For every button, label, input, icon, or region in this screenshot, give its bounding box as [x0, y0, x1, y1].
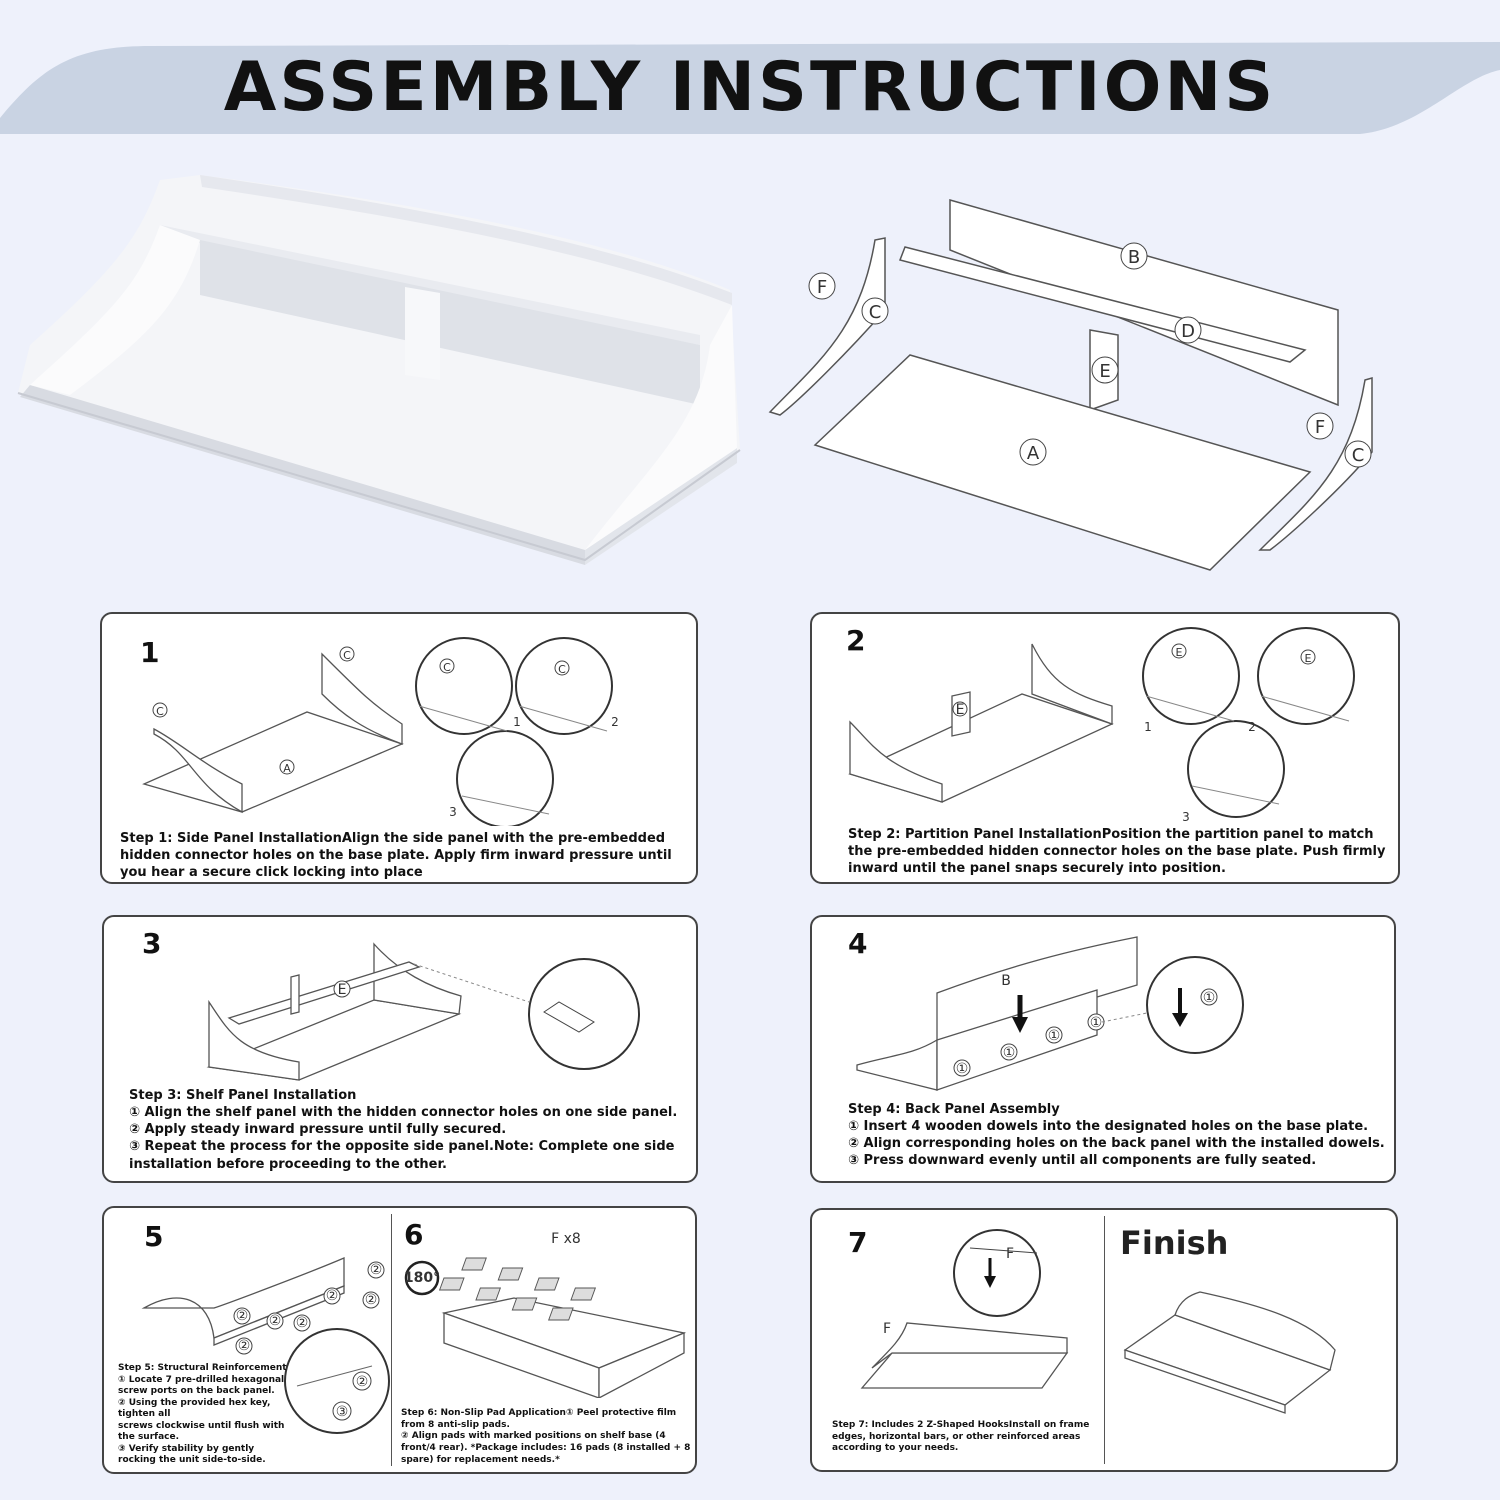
step-2-detail-1-label: E	[1176, 646, 1183, 659]
step-5-line-4: screws clockwise until flush with the su…	[118, 1420, 285, 1443]
step-5-6-panel: 5 ② ② ② ② ② ② ② ② ③ Step 5: Structural R…	[102, 1206, 697, 1474]
banner-shape	[0, 42, 1500, 134]
step-7-caption: Step 7: Includes 2 Z-Shaped HooksInstall…	[832, 1420, 1104, 1455]
step-1-number: 1	[140, 636, 160, 669]
step-4-line-4: ③ Press downward evenly until all compon…	[848, 1153, 1317, 1169]
step-2-text: Step 2: Partition Panel InstallationPosi…	[848, 827, 1386, 877]
step-4-dowel-4: ①	[1090, 1015, 1103, 1031]
page-title: ASSEMBLY INSTRUCTIONS	[223, 48, 1277, 127]
step-5-number: 5	[144, 1220, 164, 1253]
step-5-line-1: Step 5: Structural Reinforcement	[118, 1363, 287, 1373]
step-4-line-2: ① Insert 4 wooden dowels into the design…	[848, 1119, 1369, 1135]
step-3-number: 3	[142, 927, 162, 960]
step-3-panel: 3 E Step 3: Shelf Panel Installation ① A…	[102, 915, 698, 1183]
part-label-a: A	[1027, 443, 1040, 464]
step-4-label-b: B	[1001, 973, 1011, 989]
step-2-callout-2: 2	[1248, 720, 1256, 734]
step-4-detail-callout: ①	[1203, 990, 1216, 1006]
step-5-6-divider	[391, 1214, 392, 1466]
step-3-line-1: Step 3: Shelf Panel Installation	[129, 1088, 357, 1103]
step-5-screw-1: ②	[236, 1308, 249, 1324]
step-4-caption: Step 4: Back Panel Assembly ① Insert 4 w…	[848, 1101, 1393, 1170]
step-5-line-3: ② Using the provided hex key, tighten al…	[118, 1397, 271, 1420]
part-label-f-right: F	[1315, 417, 1325, 438]
step-4-line-3: ② Align corresponding holes on the back …	[848, 1136, 1385, 1152]
step-2-callout-1: 1	[1144, 720, 1152, 734]
step-5-screw-3: ②	[296, 1315, 309, 1331]
step-6-rotate-label: 180°	[404, 1270, 440, 1286]
step-1-callout-3: 3	[449, 805, 457, 819]
step-5-detail-callout-3: ③	[336, 1404, 349, 1420]
step-1-illustration: C C A	[142, 646, 404, 814]
step-6-illustration: 180° F x8	[404, 1231, 687, 1398]
step-5-illustration: ② ② ② ② ② ② ②	[141, 1257, 385, 1355]
step-4-line-1: Step 4: Back Panel Assembly	[848, 1102, 1060, 1117]
step-7-illustration: F F	[860, 1229, 1069, 1389]
step-2-label-e: E	[956, 702, 965, 718]
step-5-line-5: ③ Verify stability by gently rocking the…	[118, 1443, 266, 1466]
finish-label: Finish	[1120, 1224, 1229, 1262]
step-1-label-a: A	[283, 762, 291, 775]
step-3-caption: Step 3: Shelf Panel Installation ① Align…	[129, 1087, 689, 1173]
title-banner	[0, 42, 1500, 134]
step-3-line-2: ① Align the shelf panel with the hidden …	[129, 1105, 678, 1121]
part-label-c-left: C	[869, 302, 882, 323]
step-5-screw-7: ②	[238, 1338, 251, 1354]
step-2-caption: Step 2: Partition Panel InstallationPosi…	[848, 826, 1393, 877]
step-4-dowel-2: ①	[1003, 1045, 1016, 1061]
step-5-caption: Step 5: Structural Reinforcement ① Locat…	[118, 1363, 293, 1467]
assembled-desk-illustration	[17, 175, 741, 565]
step-7-number: 7	[848, 1226, 868, 1259]
step-4-dowel-1: ①	[956, 1061, 969, 1077]
step-2-detail-circles: E E 1 2 3	[1142, 627, 1355, 821]
step-1-detail-1-label: C	[443, 661, 451, 674]
step-1-panel: 1 C C A C C 1 2 3 Step 1: Side Panel Ins…	[100, 612, 698, 884]
step-2-illustration: E	[848, 643, 1114, 803]
part-label-b: B	[1128, 247, 1140, 268]
step-1-caption: Step 1: Side Panel InstallationAlign the…	[120, 830, 690, 881]
step-6-line-2: ② Align pads with marked positions on sh…	[401, 1431, 691, 1465]
step-2-callout-3: 3	[1182, 810, 1190, 821]
step-5-detail-circle: ② ③	[284, 1328, 390, 1434]
part-label-f-left: F	[817, 277, 827, 298]
step-3-label-e: E	[338, 982, 347, 998]
step-6-number: 6	[404, 1218, 424, 1251]
step-6-line-1: Step 6: Non-Slip Pad Application① Peel p…	[401, 1408, 677, 1430]
step-6-caption: Step 6: Non-Slip Pad Application① Peel p…	[401, 1408, 693, 1466]
step-6-pads-label: F x8	[551, 1231, 581, 1247]
step-7-panel: 7 F F Step 7: Includes 2 Z-Shaped HooksI…	[810, 1208, 1398, 1472]
step-1-text: Step 1: Side Panel InstallationAlign the…	[120, 831, 672, 881]
step-5-screw-2: ②	[269, 1313, 282, 1329]
step-3-illustration: E	[206, 942, 640, 1081]
finished-desk-illustration	[1123, 1291, 1336, 1414]
step-1-detail-circles: C C 1 2 3	[415, 637, 619, 826]
step-1-detail-2-label: C	[558, 663, 566, 676]
step-7-divider	[1104, 1216, 1105, 1464]
step-5-screw-4: ②	[326, 1288, 339, 1304]
step-5-detail-callout-2: ②	[356, 1374, 369, 1390]
step-7-label-f: F	[883, 1321, 891, 1337]
step-7-detail-label-f: F	[1006, 1246, 1014, 1262]
part-label-e: E	[1099, 361, 1110, 382]
step-4-illustration: B ① ① ① ① ①	[856, 936, 1244, 1091]
step-5-line-2: ① Locate 7 pre-drilled hexagonal screw p…	[118, 1374, 285, 1397]
step-2-number: 2	[846, 624, 866, 657]
step-4-dowel-3: ①	[1048, 1028, 1061, 1044]
exploded-parts-diagram: B D E A F C F C	[768, 199, 1373, 571]
step-5-screw-5: ②	[365, 1292, 378, 1308]
part-label-d: D	[1181, 321, 1195, 342]
step-1-callout-2: 2	[611, 715, 619, 729]
step-1-callout-1: 1	[513, 715, 521, 729]
step-2-detail-2-label: E	[1305, 652, 1312, 665]
step-5-screw-6: ②	[370, 1262, 383, 1278]
step-1-label-c-left: C	[156, 705, 164, 718]
step-7-text: Step 7: Includes 2 Z-Shaped HooksInstall…	[832, 1420, 1090, 1454]
step-4-number: 4	[848, 927, 868, 960]
part-label-c-right: C	[1352, 445, 1365, 466]
step-3-line-4: ③ Repeat the process for the opposite si…	[129, 1139, 675, 1172]
step-1-label-c-right: C	[343, 649, 351, 662]
step-3-line-3: ② Apply steady inward pressure until ful…	[129, 1122, 507, 1138]
step-4-panel: 4 B ① ① ① ① ① Step 4: Back Panel Assembl…	[810, 915, 1396, 1183]
step-2-panel: 2 E E E 1 2 3 Step 2: Partition Panel In…	[810, 612, 1400, 884]
